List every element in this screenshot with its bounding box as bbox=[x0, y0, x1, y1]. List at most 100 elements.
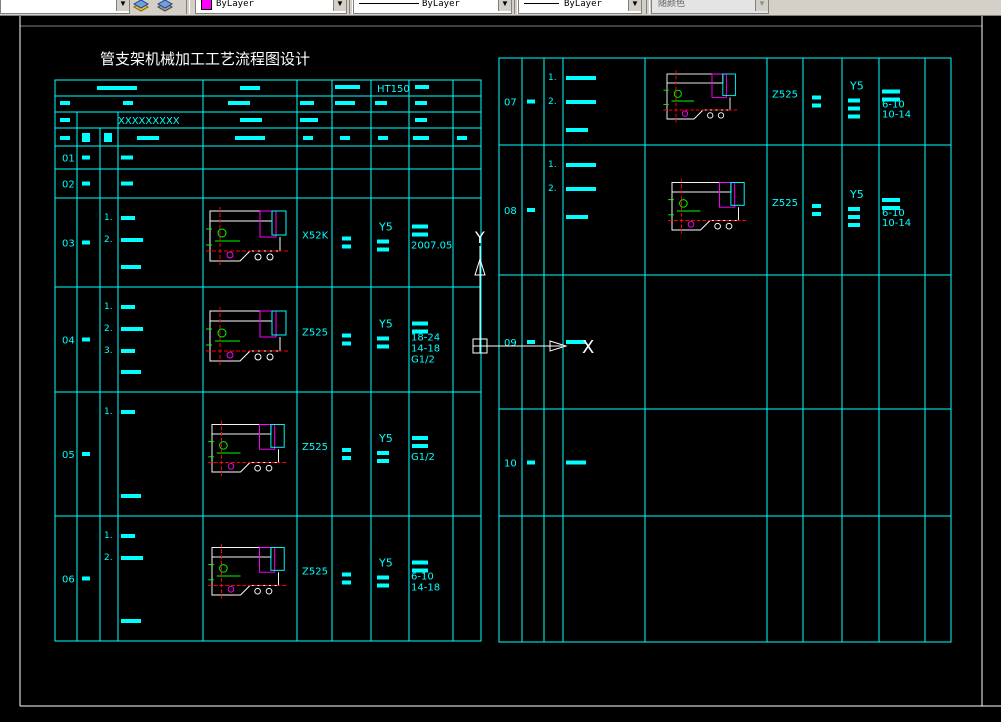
param-value: 14-18 bbox=[411, 344, 440, 355]
chevron-down-icon[interactable]: ▼ bbox=[628, 0, 641, 11]
cell-label bbox=[121, 305, 135, 309]
cell-label bbox=[848, 223, 860, 227]
tool-spec: Y5 bbox=[378, 557, 393, 570]
cell-label bbox=[412, 560, 428, 565]
tool-spec: Y5 bbox=[378, 221, 393, 234]
layer-dropdown[interactable]: ▼ bbox=[0, 0, 130, 14]
cell-label bbox=[848, 114, 860, 119]
cell-label bbox=[412, 321, 428, 326]
ucs-x-label: X bbox=[582, 337, 594, 358]
cell-label bbox=[377, 247, 389, 252]
layer-previous-icon[interactable] bbox=[156, 0, 174, 12]
cell-label bbox=[377, 583, 389, 588]
chevron-down-icon[interactable]: ▼ bbox=[498, 0, 511, 11]
param-value: 2007.05 bbox=[411, 241, 452, 252]
properties-toolbar: ▼ ByLayer ▼ ByLayer ▼ ByLayer ▼ 随颜色 ▼ bbox=[0, 0, 1001, 16]
cell-label bbox=[412, 436, 428, 440]
chevron-down-icon[interactable]: ▼ bbox=[333, 0, 346, 11]
machine-model: Z525 bbox=[302, 567, 328, 578]
part-sketches bbox=[206, 70, 749, 599]
cell-label bbox=[121, 216, 135, 220]
left-process-table bbox=[54, 79, 482, 642]
cell-label bbox=[342, 580, 351, 585]
chevron-down-icon[interactable]: ▼ bbox=[755, 0, 768, 11]
cell-label bbox=[848, 106, 860, 111]
cell-label bbox=[566, 76, 596, 80]
cell-label bbox=[121, 265, 141, 269]
cell-label bbox=[121, 181, 133, 186]
step-number: 2. bbox=[548, 97, 557, 107]
cell-label bbox=[377, 459, 389, 463]
row-number: 04 bbox=[62, 336, 75, 347]
drawing-sheet[interactable]: 管支架机械加工工艺流程图设计 bbox=[0, 16, 1001, 722]
step-number: 1. bbox=[548, 160, 557, 170]
cell-label bbox=[121, 327, 143, 331]
cell-label bbox=[566, 128, 588, 132]
row-number: 09 bbox=[504, 338, 517, 349]
ucs-icon: Y X bbox=[472, 228, 594, 358]
part-number-value: XXXXXXXXX bbox=[118, 116, 180, 127]
cell-label bbox=[342, 236, 351, 241]
cell-label bbox=[527, 99, 535, 104]
plotstyle-dropdown[interactable]: 随颜色 ▼ bbox=[651, 0, 769, 14]
right-table-rows: 071.2.Z525Y56-1010-14081.2.Z525Y56-1010-… bbox=[504, 73, 911, 470]
part-sketch bbox=[206, 207, 290, 265]
lineweight-value: ByLayer bbox=[564, 0, 602, 9]
cell-label bbox=[121, 155, 133, 160]
step-number: 1. bbox=[104, 302, 113, 312]
param-value: G1/2 bbox=[411, 452, 435, 463]
cell-label bbox=[342, 448, 351, 452]
cell-label bbox=[342, 572, 351, 577]
tool-spec: Y5 bbox=[849, 80, 864, 93]
tool-spec: Y5 bbox=[378, 318, 393, 331]
cell-label bbox=[412, 232, 428, 237]
step-number: 1. bbox=[104, 213, 113, 223]
cell-label bbox=[566, 187, 596, 191]
step-number: 1. bbox=[104, 407, 113, 417]
param-value: 10-14 bbox=[882, 218, 911, 229]
cell-label bbox=[82, 181, 90, 186]
row-number: 06 bbox=[62, 575, 75, 586]
row-number: 02 bbox=[62, 180, 75, 191]
row-number: 03 bbox=[62, 239, 75, 250]
cell-label bbox=[121, 556, 143, 560]
cell-label bbox=[412, 444, 428, 448]
cell-label bbox=[121, 619, 141, 623]
cell-label bbox=[412, 329, 428, 334]
machine-model: Z525 bbox=[772, 90, 798, 101]
step-number: 1. bbox=[548, 73, 557, 83]
cell-label bbox=[812, 103, 821, 108]
tool-spec: Y5 bbox=[849, 188, 864, 201]
step-number: 2. bbox=[104, 324, 113, 334]
cell-label bbox=[121, 349, 135, 353]
step-number: 2. bbox=[548, 184, 557, 194]
drawing-canvas[interactable]: 管支架机械加工工艺流程图设计 bbox=[0, 16, 1001, 722]
left-header-labels bbox=[60, 85, 467, 142]
linetype-dropdown[interactable]: ByLayer ▼ bbox=[353, 0, 512, 14]
cell-label bbox=[882, 198, 900, 202]
cell-label bbox=[566, 340, 586, 344]
part-sketch bbox=[208, 543, 289, 599]
cell-label bbox=[342, 456, 351, 460]
cell-label bbox=[342, 341, 351, 346]
cell-label bbox=[566, 215, 588, 219]
cell-label bbox=[812, 212, 821, 216]
cell-label bbox=[342, 333, 351, 338]
cell-label bbox=[848, 98, 860, 103]
cell-label bbox=[566, 100, 596, 104]
color-dropdown[interactable]: ByLayer ▼ bbox=[195, 0, 347, 14]
material-value: HT150 bbox=[377, 84, 410, 95]
part-sketch bbox=[206, 307, 290, 365]
machine-model: Z525 bbox=[302, 442, 328, 453]
step-number: 2. bbox=[104, 553, 113, 563]
chevron-down-icon[interactable]: ▼ bbox=[116, 0, 129, 11]
cell-label bbox=[121, 534, 135, 538]
machine-model: X52K bbox=[302, 231, 329, 242]
layers-stack-icon[interactable] bbox=[132, 0, 150, 12]
cell-label bbox=[566, 163, 596, 167]
param-value: 18-24 bbox=[411, 333, 440, 344]
step-number: 3. bbox=[104, 346, 113, 356]
lineweight-dropdown[interactable]: ByLayer ▼ bbox=[518, 0, 642, 14]
cell-label bbox=[527, 340, 535, 344]
cell-label bbox=[82, 240, 90, 245]
